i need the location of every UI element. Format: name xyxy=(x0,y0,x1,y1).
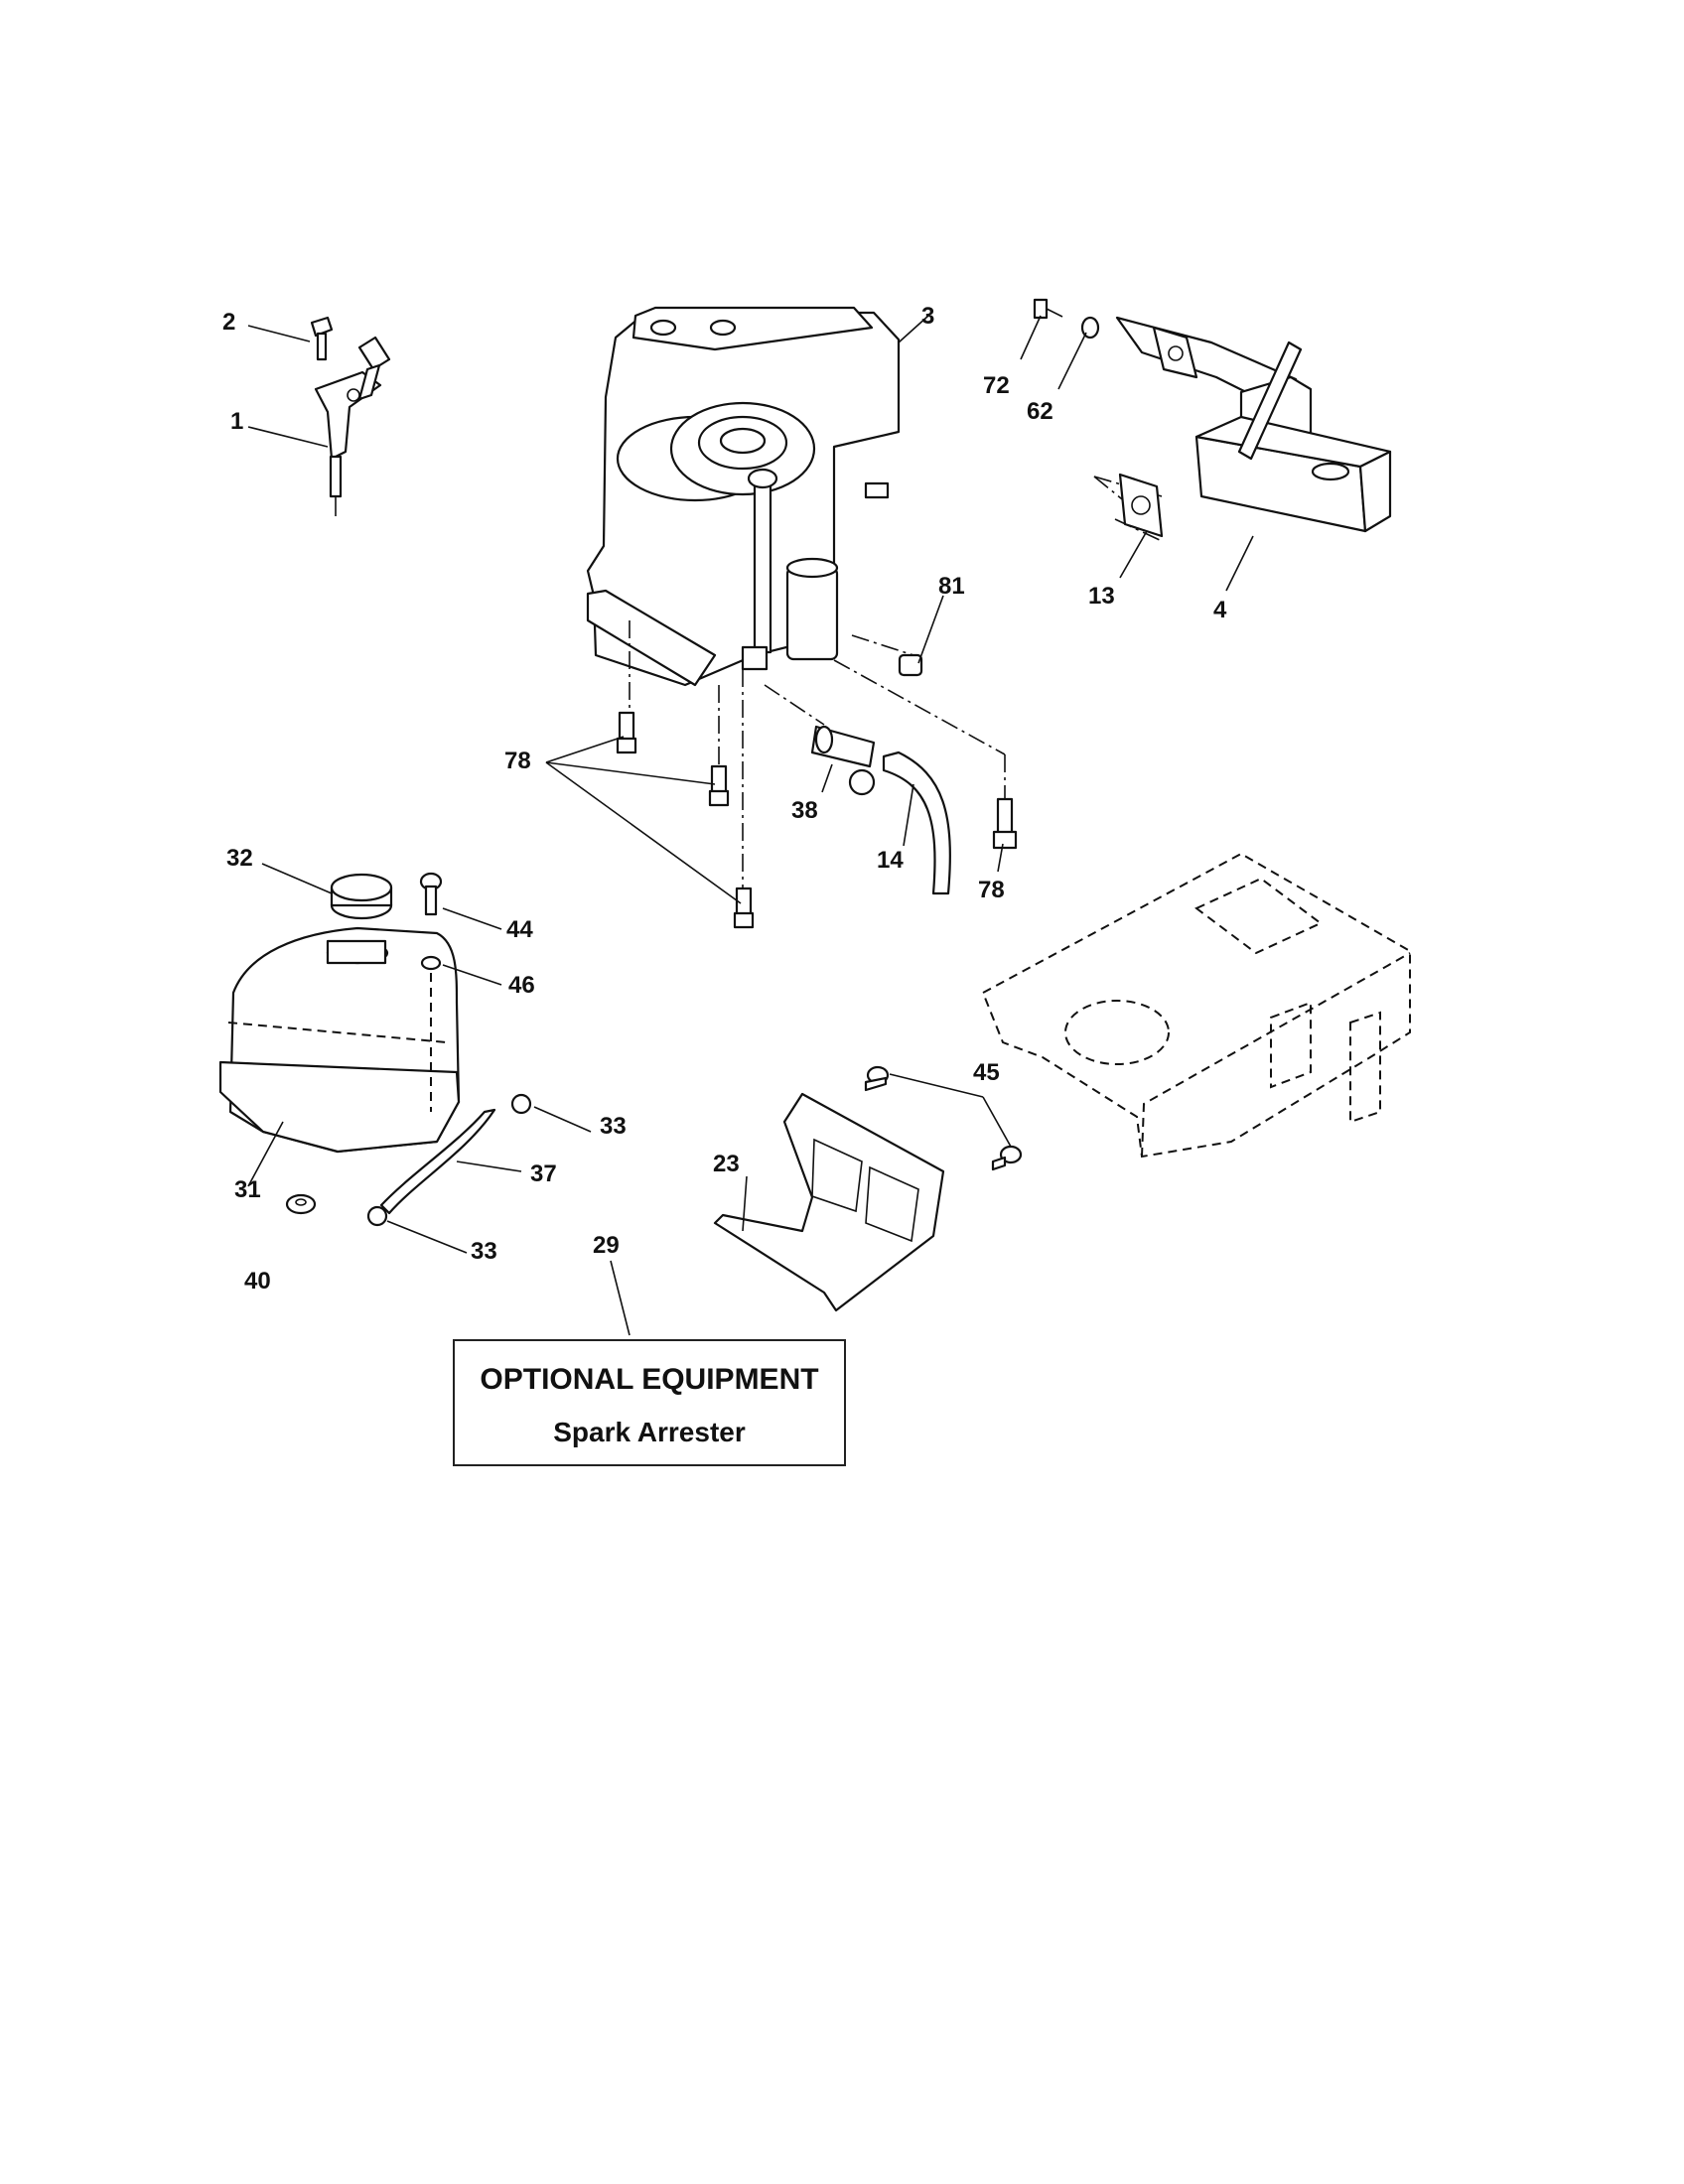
screw-45-parts xyxy=(864,1065,1023,1171)
heat-shield-part xyxy=(713,1092,945,1312)
bolt-72-part xyxy=(1033,298,1063,320)
tank-cap-part xyxy=(330,873,393,920)
nut-81-part xyxy=(898,653,923,677)
gasket-13-part xyxy=(1118,473,1164,538)
label-38: 38 xyxy=(791,797,818,824)
label-31: 31 xyxy=(234,1176,261,1203)
fuel-line-37-part xyxy=(379,1108,496,1215)
label-33-b: 33 xyxy=(471,1238,497,1265)
label-3: 3 xyxy=(921,303,934,330)
label-14: 14 xyxy=(877,847,904,874)
label-4: 4 xyxy=(1213,597,1227,623)
label-78-a: 78 xyxy=(504,748,531,774)
label-37: 37 xyxy=(530,1160,557,1187)
label-44: 44 xyxy=(506,916,533,943)
engine-part xyxy=(586,306,901,687)
bolt-78-parts xyxy=(616,711,1018,929)
callout-subtitle: Spark Arrester xyxy=(553,1417,746,1447)
label-46: 46 xyxy=(508,972,535,999)
label-45: 45 xyxy=(973,1059,1000,1086)
label-78-b: 78 xyxy=(978,877,1005,903)
screw-2-part xyxy=(310,316,334,361)
label-72: 72 xyxy=(983,372,1010,399)
chassis-frame xyxy=(981,852,1411,1159)
muffler-part xyxy=(1115,316,1392,533)
throttle-control-part xyxy=(314,336,391,516)
label-81: 81 xyxy=(938,573,965,600)
label-2: 2 xyxy=(222,309,235,336)
label-40: 40 xyxy=(244,1268,271,1295)
label-1: 1 xyxy=(230,408,243,435)
label-23: 23 xyxy=(713,1151,740,1177)
optional-equipment-callout: OPTIONAL EQUIPMENT Spark Arrester xyxy=(453,1339,846,1466)
label-13: 13 xyxy=(1088,583,1115,610)
label-62: 62 xyxy=(1027,398,1053,425)
leader-lines xyxy=(247,315,1254,1336)
screw-44-part xyxy=(419,872,443,916)
label-29: 29 xyxy=(593,1232,620,1259)
label-32: 32 xyxy=(226,845,253,872)
clamp-33-parts xyxy=(366,1093,532,1227)
fuel-tank-part xyxy=(218,926,461,1154)
washer-46-part xyxy=(420,955,442,1112)
bushing-40-part xyxy=(285,1193,317,1215)
label-33-a: 33 xyxy=(600,1113,627,1140)
fuel-valve-part xyxy=(810,725,876,796)
callout-title: OPTIONAL EQUIPMENT xyxy=(480,1363,819,1396)
